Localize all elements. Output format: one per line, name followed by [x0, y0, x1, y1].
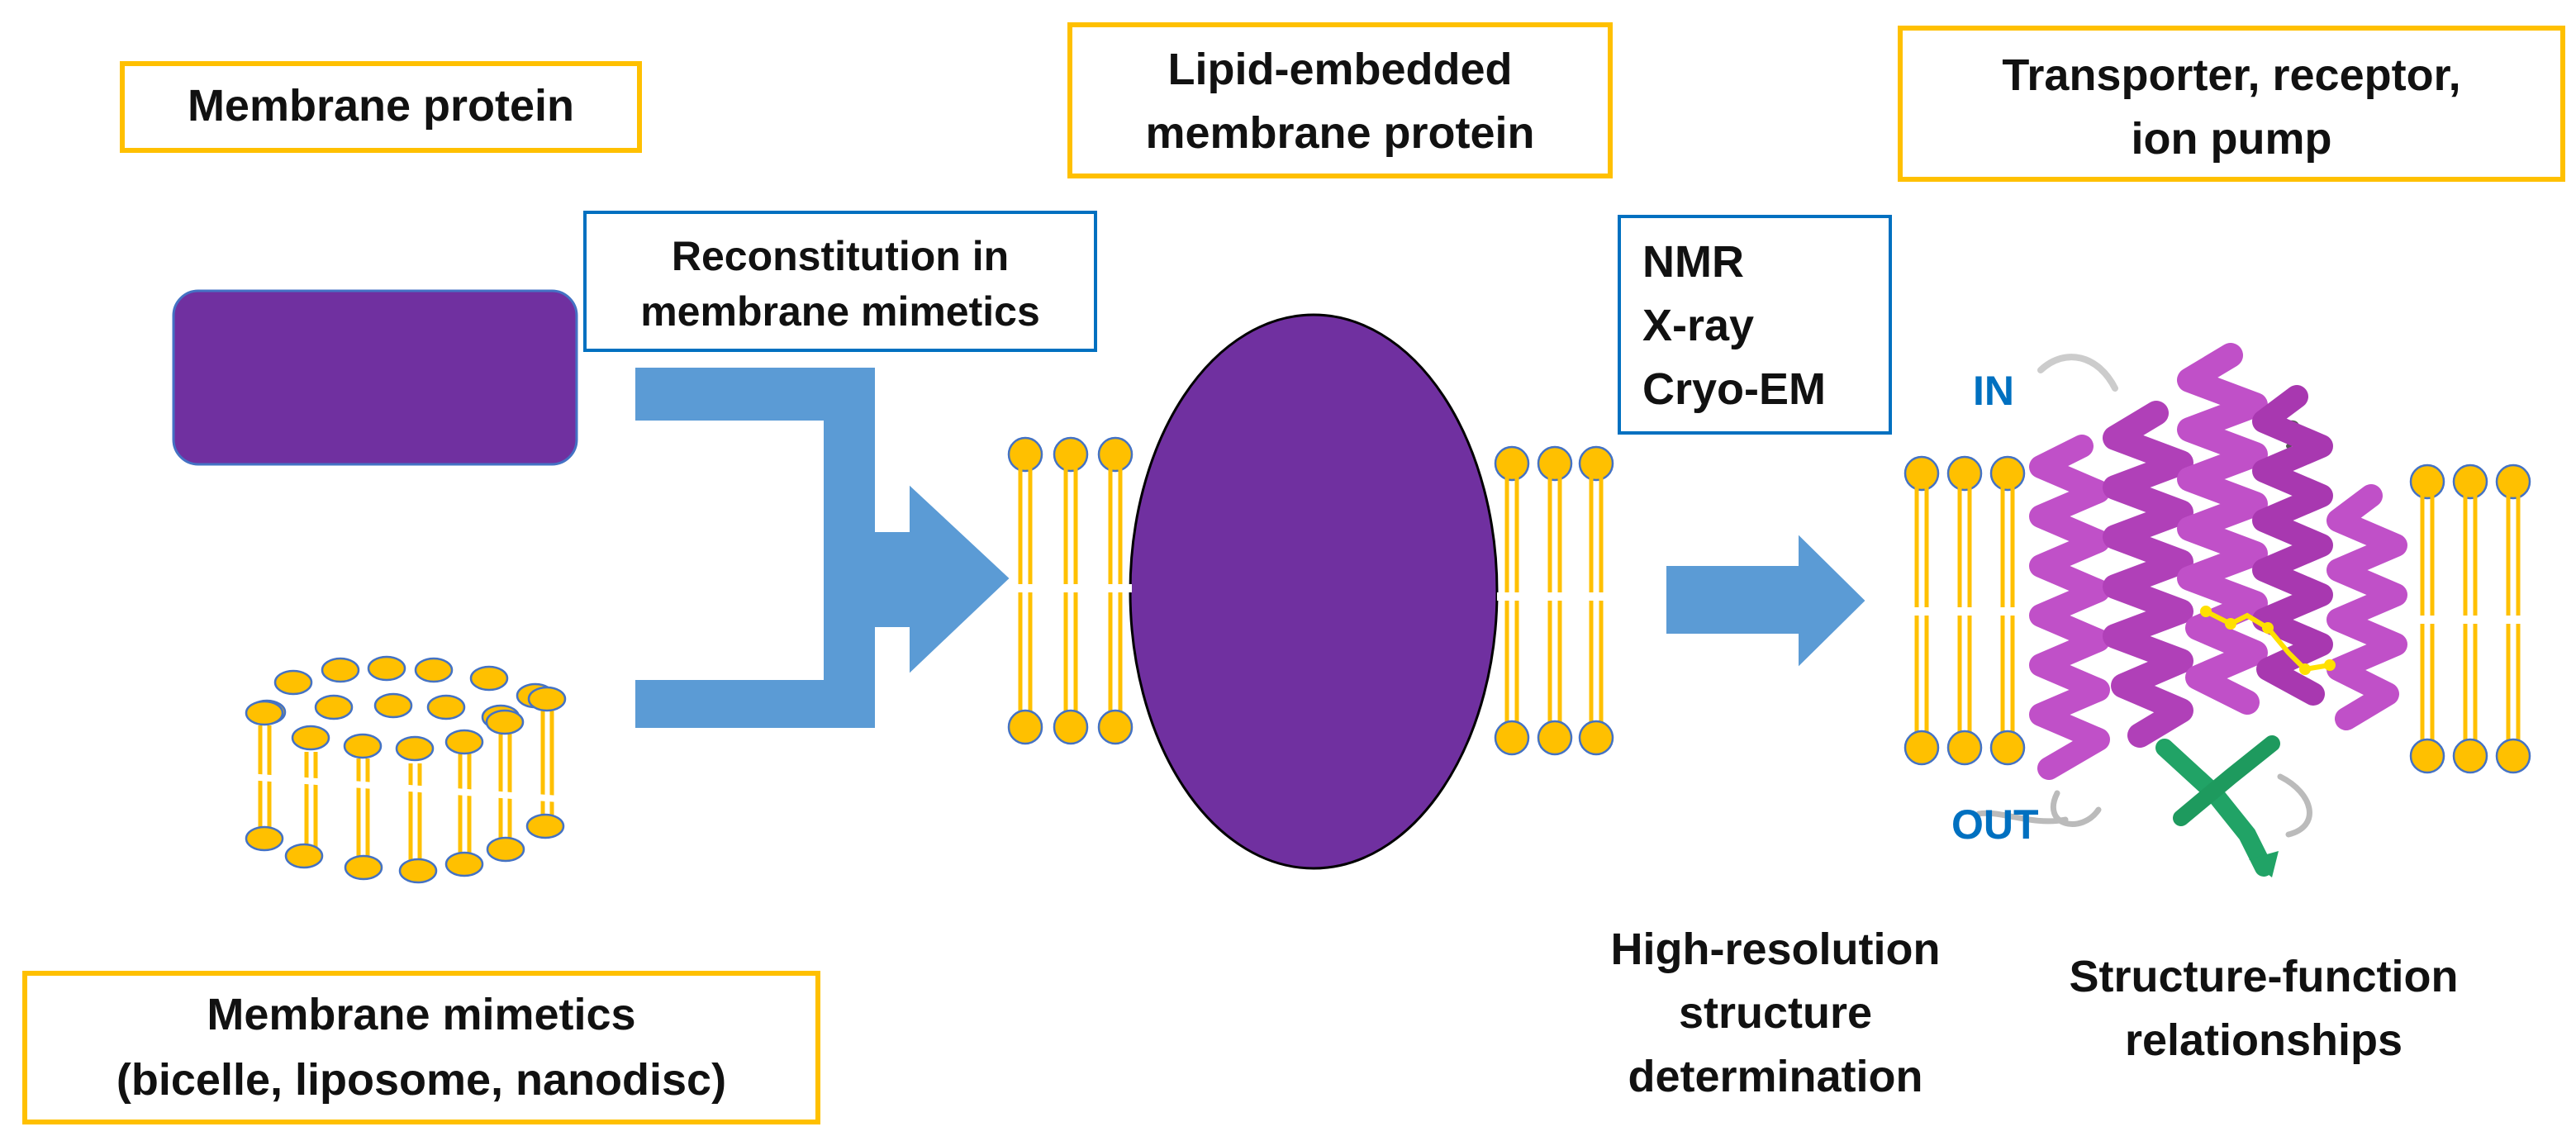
caption-structure-function: Structure-function relationships	[2070, 952, 2459, 1065]
membrane-mimetics-line2: (bicelle, liposome, nanodisc)	[116, 1055, 726, 1105]
label-membrane-mimetics: Membrane mimetics (bicelle, liposome, na…	[22, 971, 820, 1124]
high-resolution-line1: High-resolution	[1611, 925, 1941, 974]
box-methods: NMR X-ray Cryo-EM	[1618, 215, 1892, 435]
high-resolution-line3: determination	[1628, 1052, 1922, 1101]
method-cryoem: Cryo-EM	[1642, 364, 1826, 414]
label-transporter: Transporter, receptor, ion pump	[1898, 26, 2565, 182]
lipid-embedded-line1: Lipid-embedded	[1168, 45, 1513, 94]
structure-function-line1: Structure-function	[2070, 952, 2459, 1001]
caption-high-resolution: High-resolution structure determination	[1611, 925, 1941, 1101]
label-lipid-embedded: Lipid-embedded membrane protein	[1067, 22, 1613, 178]
label-membrane-protein: Membrane protein	[120, 61, 642, 153]
lipid-embedded-line2: membrane protein	[1145, 108, 1534, 158]
reconstitution-line2: membrane mimetics	[640, 288, 1040, 335]
reconstitution-line1: Reconstitution in	[672, 233, 1009, 279]
membrane-mimetics-line1: Membrane mimetics	[207, 990, 635, 1039]
merge-arrow-icon	[635, 368, 1010, 728]
transporter-line1: Transporter, receptor,	[2002, 50, 2460, 100]
method-nmr: NMR	[1642, 237, 1744, 287]
nanodisc-icon	[245, 655, 571, 884]
transporter-line2: ion pump	[2132, 114, 2332, 164]
ellipse-protein-icon	[1129, 313, 1499, 870]
method-xray: X-ray	[1642, 301, 1754, 350]
membrane-protein-text: Membrane protein	[188, 81, 574, 131]
high-resolution-line2: structure	[1679, 988, 1872, 1038]
helix-bundle-structure-icon	[1975, 343, 2407, 877]
arrow-right-icon	[1666, 535, 1865, 667]
box-reconstitution: Reconstitution in membrane mimetics	[583, 211, 1097, 352]
in-label: IN	[1973, 368, 2014, 414]
rectangle-protein-icon	[172, 289, 578, 466]
out-label: OUT	[1951, 801, 2039, 848]
structure-function-line2: relationships	[2125, 1015, 2403, 1065]
